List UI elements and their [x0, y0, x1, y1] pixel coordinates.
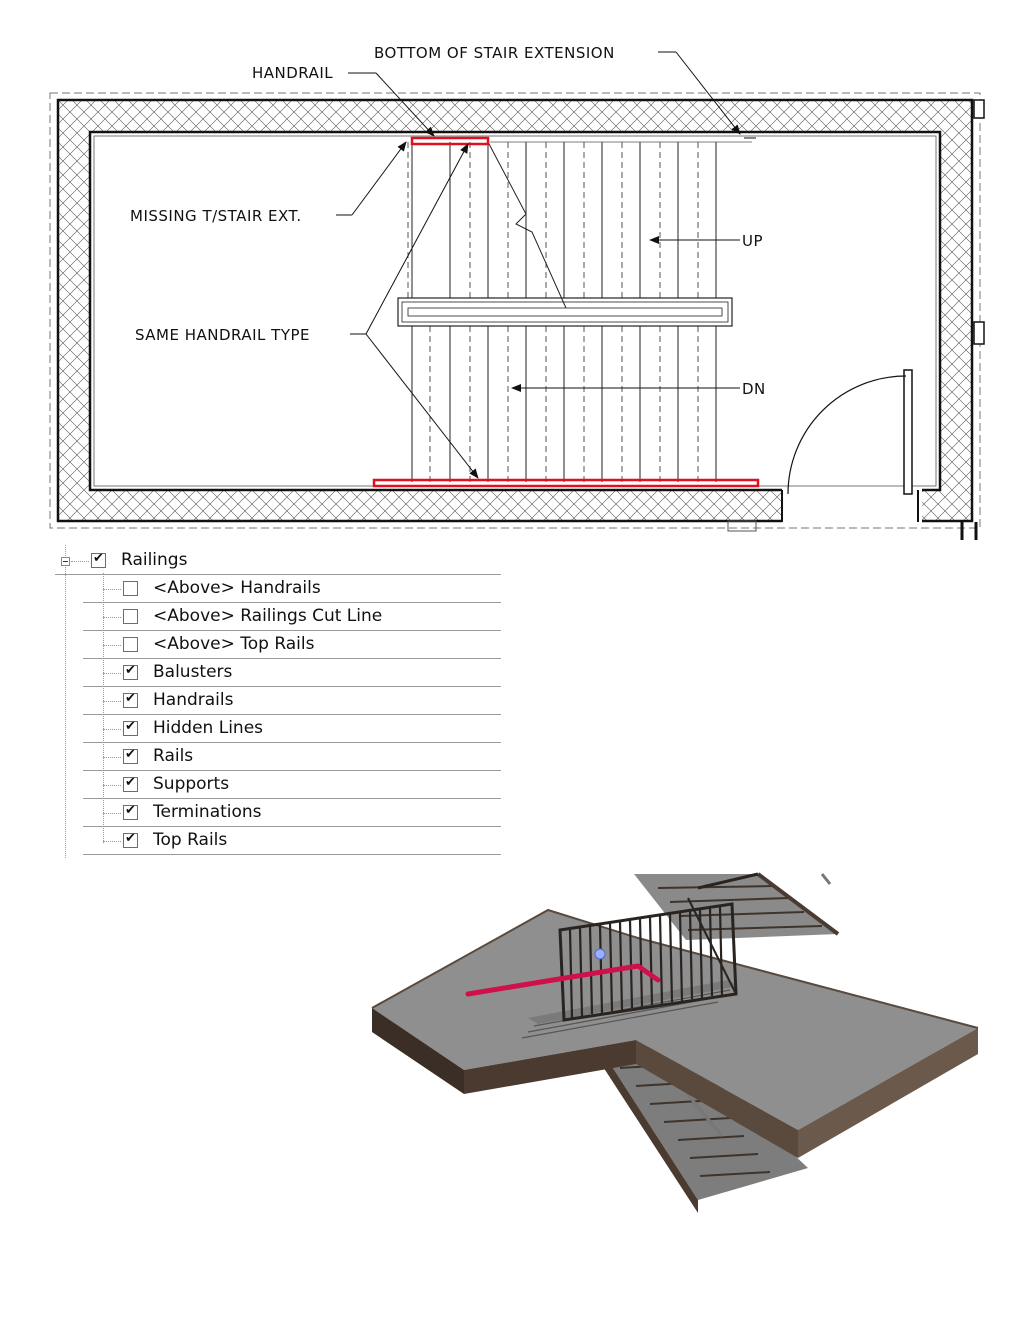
collapse-icon[interactable] [61, 557, 70, 566]
label-up: UP [742, 232, 763, 250]
center-railing [397, 297, 733, 327]
tree-row[interactable]: Terminations [55, 799, 501, 827]
view-cursor-icon [594, 948, 606, 960]
tree-label: <Above> Top Rails [153, 634, 315, 654]
tree-row[interactable]: <Above> Handrails [55, 575, 501, 603]
baluster-railing [558, 872, 759, 1022]
tree-label: Top Rails [153, 830, 228, 850]
tree-row[interactable]: Supports [55, 771, 501, 799]
label-missing-stair-extension: MISSING T/STAIR EXT. [130, 207, 302, 225]
tree-row[interactable]: Balusters [55, 659, 501, 687]
tree-label: Handrails [153, 690, 234, 710]
tree-row[interactable]: Top Rails [55, 827, 501, 855]
visibility-checkbox[interactable] [123, 663, 138, 680]
tree-row[interactable]: <Above> Railings Cut Line [55, 603, 501, 631]
visibility-checkbox[interactable] [123, 581, 138, 596]
visibility-checkbox[interactable] [123, 747, 138, 764]
tree-row[interactable]: Hidden Lines [55, 715, 501, 743]
railings-checkbox[interactable] [91, 551, 106, 568]
tree-row[interactable]: Rails [55, 743, 501, 771]
tree-label: Supports [153, 774, 230, 794]
tree-row[interactable]: Handrails [55, 687, 501, 715]
visibility-checkbox[interactable] [123, 637, 138, 652]
tree-label: Balusters [153, 662, 233, 682]
stair-3d-view [371, 872, 979, 1213]
railings-visibility-tree: Railings <Above> Handrails <Above> Railin… [55, 545, 501, 858]
tree-label: Railings [121, 550, 188, 570]
upper-flight [634, 872, 840, 940]
tree-row-railings[interactable]: Railings [55, 547, 501, 575]
tree-label: Terminations [153, 802, 262, 822]
tree-row[interactable]: <Above> Top Rails [55, 631, 501, 659]
handrail-3d-highlight [465, 963, 661, 997]
handrail-top-highlight [410, 136, 490, 146]
tree-label: Rails [153, 746, 194, 766]
tree-label: <Above> Railings Cut Line [153, 606, 383, 626]
visibility-checkbox[interactable] [123, 775, 138, 792]
visibility-checkbox[interactable] [123, 691, 138, 708]
tree-label: Hidden Lines [153, 718, 264, 738]
visibility-checkbox[interactable] [123, 803, 138, 820]
label-bottom-of-stair-extension: BOTTOM OF STAIR EXTENSION [374, 44, 615, 62]
label-same-handrail-type: SAME HANDRAIL TYPE [135, 326, 310, 344]
stair-treads [411, 142, 717, 482]
visibility-checkbox[interactable] [123, 831, 138, 848]
lower-flight [596, 1046, 808, 1213]
label-handrail: HANDRAIL [252, 64, 333, 82]
visibility-checkbox[interactable] [123, 609, 138, 624]
stair-floor-plan: BOTTOM OF STAIR EXTENSION HANDRAIL MISSI… [49, 44, 985, 540]
landing-slab [371, 908, 979, 1158]
visibility-checkbox[interactable] [123, 719, 138, 736]
tree-label: <Above> Handrails [153, 578, 321, 598]
handrail-bottom-highlight [372, 478, 760, 488]
label-dn: DN [742, 380, 766, 398]
